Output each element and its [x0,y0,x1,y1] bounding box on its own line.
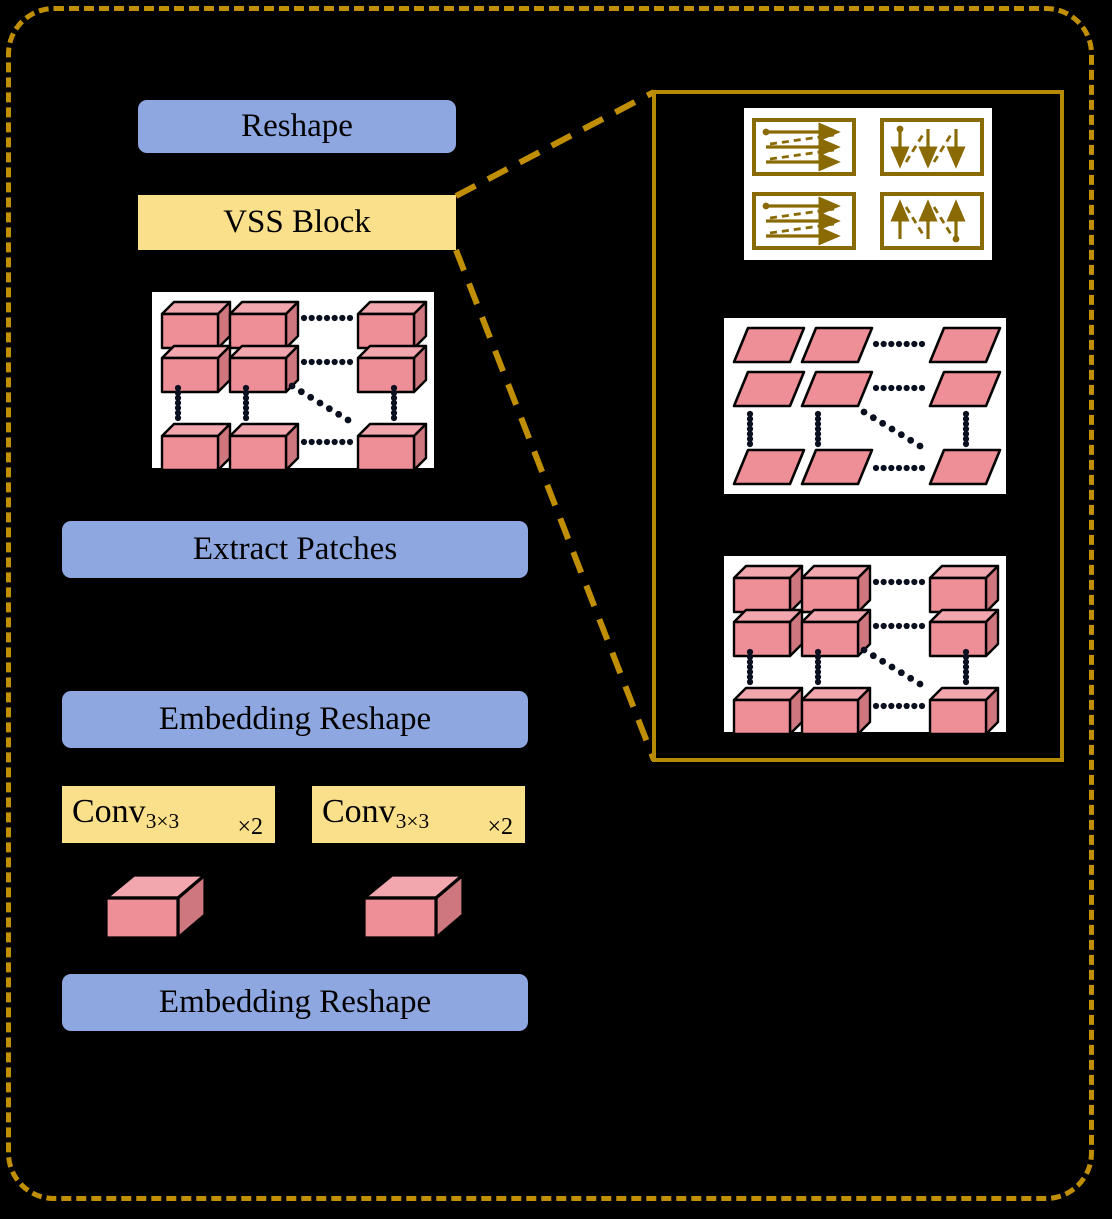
conv-left-box[interactable]: Conv3×3 ×2 [62,786,275,843]
vss-block-label: VSS Block [223,204,371,240]
right-feature-cuboid [362,873,465,940]
vss-block-box[interactable]: VSS Block [138,195,456,250]
main-patch-grid-graphic [160,300,428,472]
scan-cell-vertical-up [880,192,984,250]
cuboid-patch-grid-graphic [732,564,1000,736]
leader-line-top [454,89,656,199]
embedding-reshape-upper-box[interactable]: Embedding Reshape [62,691,528,748]
scan-cell-horizontal-forward-2 [752,192,856,250]
conv-left-name: Conv [72,792,146,830]
conv-right-kernel: 3×3 [395,808,430,833]
conv-right-repeat: ×2 [487,814,513,840]
conv-left-repeat: ×2 [237,814,263,840]
cuboid-patch-grid-panel [724,556,1006,736]
scan-directions-group [744,108,992,260]
conv-left-kernel: 3×3 [145,808,180,833]
extract-patches-label: Extract Patches [192,531,398,567]
left-feature-cuboid [104,873,207,940]
flattened-patch-grid-graphic [732,326,1002,486]
conv-right-main: Conv3×3 [322,794,429,831]
conv-left-main: Conv3×3 [72,794,179,831]
extract-patches-box[interactable]: Extract Patches [62,521,528,578]
conv-right-name: Conv [322,792,396,830]
vss-block-detail-panel [652,90,1064,762]
conv-right-box[interactable]: Conv3×3 ×2 [312,786,525,843]
leader-line-bottom [453,248,657,762]
main-patch-grid-panel [152,292,434,472]
embedding-reshape-upper-label: Embedding Reshape [158,701,432,737]
embedding-reshape-lower-label: Embedding Reshape [158,984,432,1020]
scan-cell-vertical-down [880,118,984,176]
flattened-patch-grid-panel [724,318,1006,494]
reshape-top-label: Reshape [241,108,353,144]
reshape-top-box[interactable]: Reshape [138,100,456,153]
embedding-reshape-lower-box[interactable]: Embedding Reshape [62,974,528,1031]
scan-cell-horizontal-forward [752,118,856,176]
